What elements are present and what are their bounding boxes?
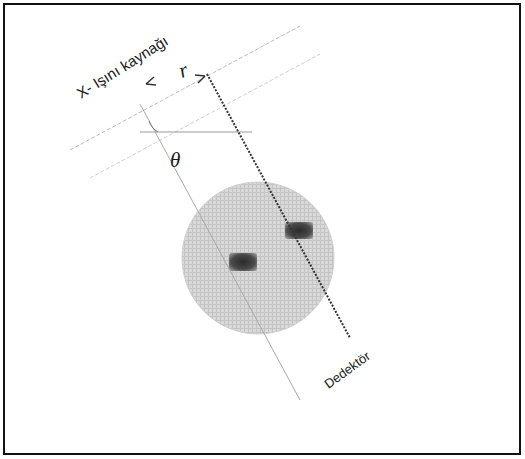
theta-arc <box>149 121 158 132</box>
x-ray-beam <box>207 74 350 338</box>
detector-label: Dedektör <box>322 349 372 391</box>
r-arrow <box>195 75 205 83</box>
r-arrow <box>146 77 156 85</box>
inclusion <box>229 253 257 271</box>
central-ray <box>140 104 300 400</box>
frame <box>4 4 520 454</box>
source-label: X- Işını kaynağı <box>74 33 170 101</box>
object-phantom <box>182 182 334 334</box>
r-axis-line <box>70 26 300 150</box>
r-label: r <box>176 59 191 82</box>
theta-label: θ <box>170 150 180 171</box>
